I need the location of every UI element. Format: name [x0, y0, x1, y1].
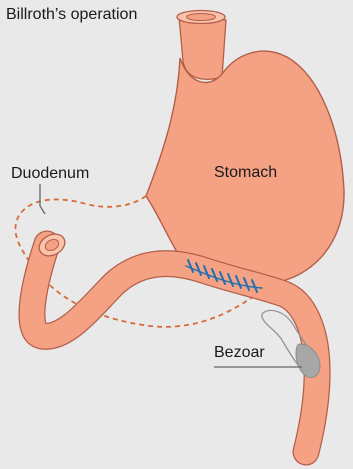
label-duodenum: Duodenum [11, 166, 89, 182]
label-bezoar: Bezoar [214, 345, 265, 361]
label-stomach: Stomach [214, 165, 277, 181]
figure-title: Billroth’s operation [6, 7, 137, 23]
esophagus-lumen [187, 14, 216, 21]
duodenum-leader-line [40, 184, 45, 214]
